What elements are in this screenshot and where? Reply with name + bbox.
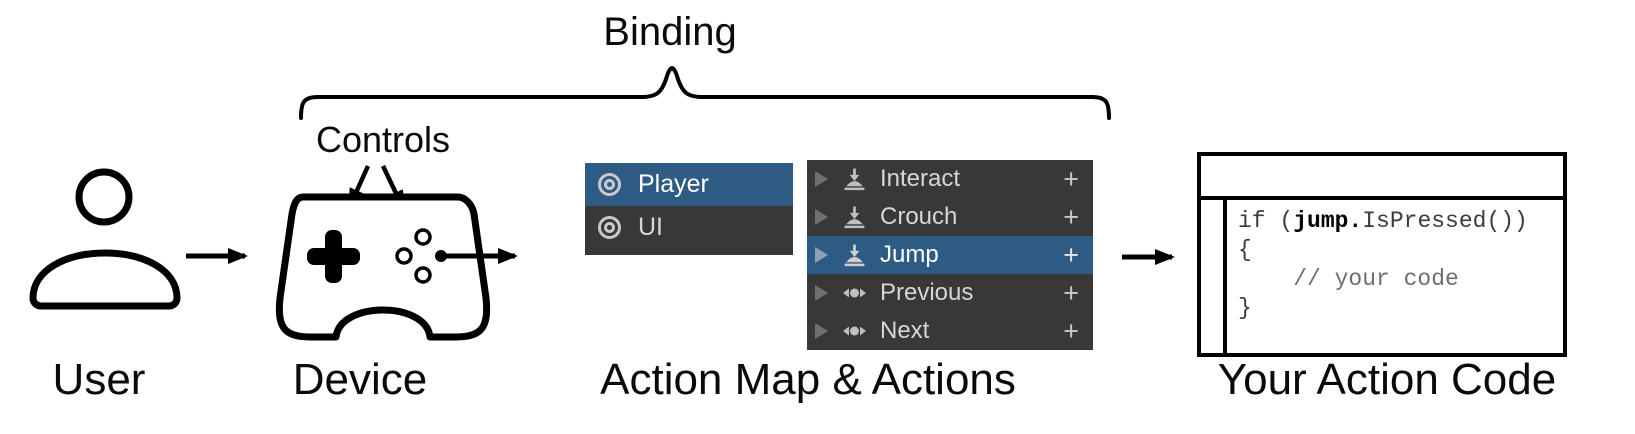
button-press-icon [841,167,868,192]
action-map-row-ui[interactable]: UI [585,206,793,249]
action-label: Crouch [880,203,958,230]
device-caption: Device [292,355,428,404]
action-map-label: UI [638,213,663,241]
action-label: Next [880,317,930,344]
action-map-row-player[interactable]: Player [585,163,793,206]
code-line: { [1238,237,1252,263]
action-label: Jump [880,241,939,268]
action-label: Interact [880,165,961,192]
action-map-icon [598,173,621,196]
button-press-icon [841,243,868,268]
code-snippet: if (jump.IsPressed()) { // your code } [1227,200,1528,353]
action-row-crouch[interactable]: Crouch + [807,198,1093,236]
face-buttons-icon [395,228,447,284]
action-row-previous[interactable]: Previous + [807,274,1093,312]
action-map-caption: Action Map & Actions [600,355,1016,404]
foldout-triangle-icon[interactable] [815,247,829,263]
action-map-icon [598,216,621,239]
action-maps-panel: Player UI [585,163,793,255]
code-line: if (jump.IsPressed()) [1238,208,1528,234]
dpad-icon [307,230,360,283]
action-row-jump[interactable]: Jump + [807,236,1093,274]
add-binding-button[interactable]: + [1063,315,1079,346]
action-row-next[interactable]: Next + [807,312,1093,350]
foldout-triangle-icon[interactable] [815,209,829,225]
controls-label: Controls [315,119,451,160]
gamepad-icon [275,193,491,341]
add-binding-button[interactable]: + [1063,239,1079,270]
add-binding-button[interactable]: + [1063,163,1079,194]
axis-icon [841,319,868,344]
action-code-caption: Your Action Code [1217,355,1557,404]
code-comment-line: // your code [1238,266,1459,292]
binding-brace-shape [299,65,1111,120]
foldout-triangle-icon[interactable] [815,171,829,187]
foldout-triangle-icon[interactable] [815,285,829,301]
binding-label: Binding [603,10,737,54]
axis-icon [841,281,868,306]
add-binding-button[interactable]: + [1063,201,1079,232]
button-press-icon [841,205,868,230]
action-row-interact[interactable]: Interact + [807,160,1093,198]
action-label: Previous [880,279,974,306]
code-window-titlebar [1201,156,1563,200]
add-binding-button[interactable]: + [1063,277,1079,308]
action-map-label: Player [638,170,709,198]
action-code-window: if (jump.IsPressed()) { // your code } [1197,152,1567,357]
code-window-gutter [1201,200,1227,353]
foldout-triangle-icon[interactable] [815,323,829,339]
code-line: } [1238,295,1252,321]
user-caption: User [52,355,146,404]
user-icon [29,168,181,310]
actions-panel: Interact + Crouch + Jump + [807,160,1093,350]
jump-variable: jump. [1293,208,1363,234]
